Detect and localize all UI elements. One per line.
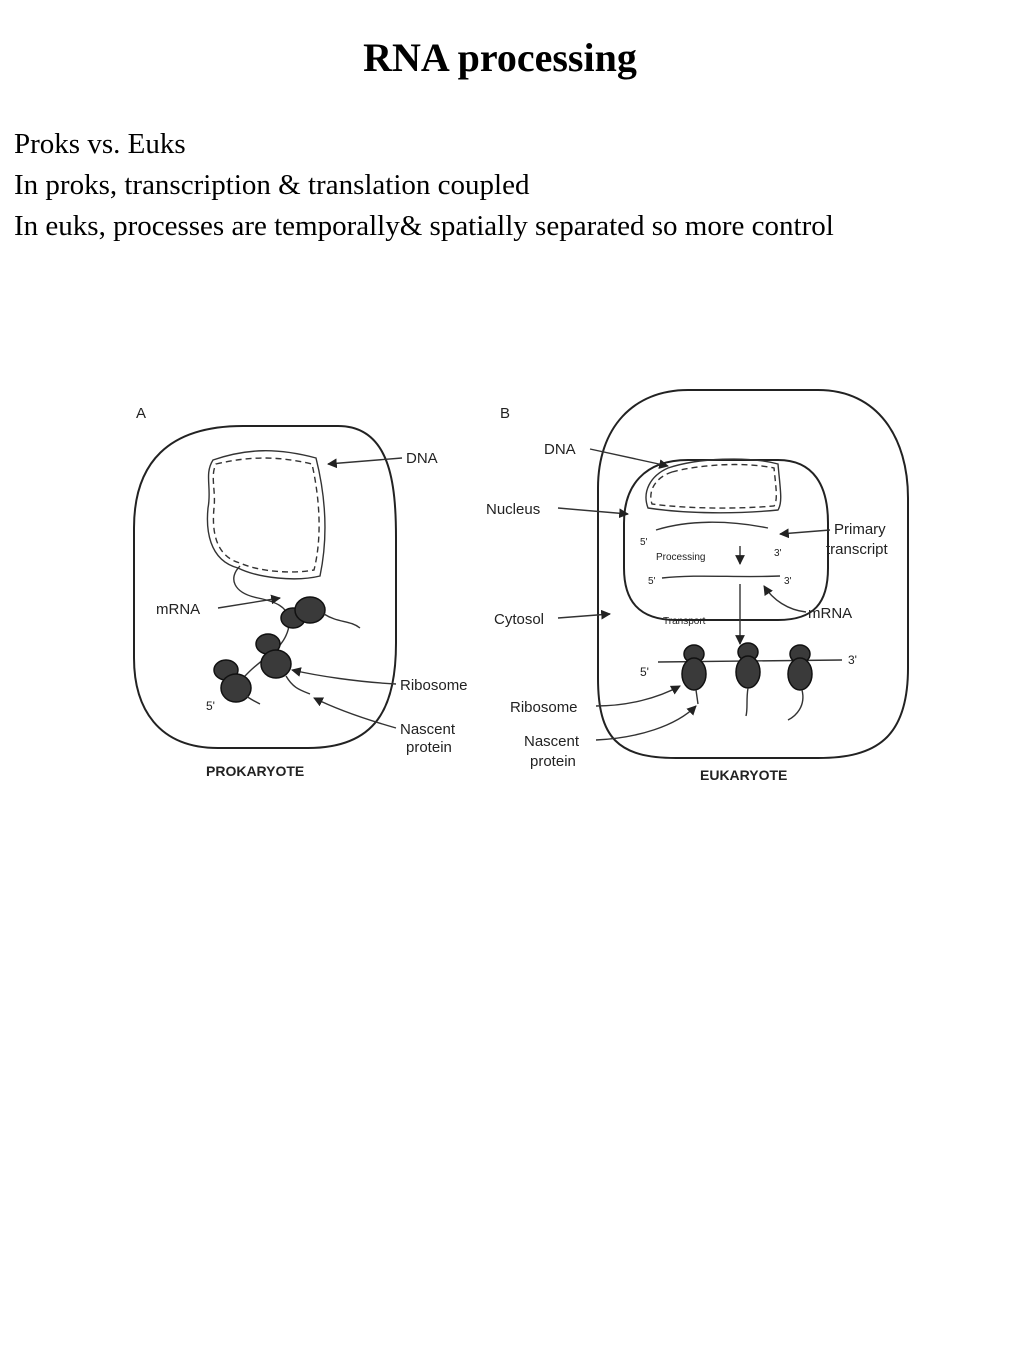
eukaryote-nascent-arrow xyxy=(595,705,697,741)
prokaryote-nascent-label-2: protein xyxy=(406,739,452,756)
figure-svg: A 5' xyxy=(133,389,909,783)
panel-a-letter: A xyxy=(136,405,146,422)
eukaryote-nucleus-label: Nucleus xyxy=(486,501,540,518)
eukaryote-cell-outline xyxy=(597,389,909,759)
eukaryote-caption: EUKARYOTE xyxy=(700,767,787,783)
prokaryote-nascent-label-1: Nascent xyxy=(400,721,456,738)
eukaryote-nucleus-outline xyxy=(623,459,829,621)
eukaryote-mrna-arrow xyxy=(763,585,807,613)
prokaryote-mrna-label: mRNA xyxy=(156,601,200,618)
eukaryote-mrna-label: mRNA xyxy=(808,605,852,622)
prokaryote-mrna-arrow xyxy=(217,594,281,609)
prokaryote-dna-arrow xyxy=(327,457,403,469)
eukaryote-ribosome-arrow xyxy=(595,685,681,707)
prokaryote-dna-helix xyxy=(206,450,326,580)
bullet-list: Proks vs. Euks In proks, transcription &… xyxy=(14,124,834,247)
panel-b-letter: B xyxy=(500,405,510,422)
eukaryote-ribosome xyxy=(787,644,813,721)
eukaryote-dna-helix xyxy=(645,458,782,514)
eukaryote-ribosome xyxy=(735,642,761,717)
eukaryote-five-prime-bottom: 5' xyxy=(640,665,649,679)
eukaryote-mrna-strand xyxy=(661,575,781,579)
eukaryote-five-prime-mid: 5' xyxy=(648,576,656,587)
eukaryote-dna-helix-strand xyxy=(650,463,777,509)
bullet-item: In euks, processes are temporally& spati… xyxy=(14,210,834,242)
prokaryote-ribosome-arrow xyxy=(291,667,397,685)
prokaryote-five-prime-label: 5' xyxy=(206,699,215,713)
slide-title: RNA processing xyxy=(363,35,637,80)
panel-eukaryote: B 5' 3' Processing 5' 3' Transport 5' xyxy=(486,389,909,783)
eukaryote-five-prime-top: 5' xyxy=(640,537,648,548)
eukaryote-primary-label-2: transcript xyxy=(826,541,889,558)
prokaryote-dna-label: DNA xyxy=(406,450,438,467)
prokaryote-caption: PROKARYOTE xyxy=(206,763,304,779)
eukaryote-nascent-label-1: Nascent xyxy=(524,733,580,750)
panel-prokaryote: A 5' xyxy=(133,405,468,779)
prokaryote-cell-outline xyxy=(133,425,397,749)
eukaryote-primary-transcript xyxy=(655,521,769,531)
prokaryote-ribosome-label: Ribosome xyxy=(400,677,468,694)
eukaryote-cytosol-label: Cytosol xyxy=(494,611,544,628)
eukaryote-dna-label: DNA xyxy=(544,441,576,458)
eukaryote-three-prime-mid: 3' xyxy=(784,576,792,587)
eukaryote-primary-arrow xyxy=(779,528,831,539)
eukaryote-dna-arrow xyxy=(589,448,669,469)
eukaryote-cytosol-arrow xyxy=(557,609,611,620)
eukaryote-three-prime-top: 3' xyxy=(774,548,782,559)
transcription-translation-figure: A 5' xyxy=(128,388,928,788)
eukaryote-three-prime-bottom: 3' xyxy=(848,653,857,667)
prokaryote-ribosome xyxy=(255,633,311,695)
prokaryote-ribosome xyxy=(213,659,261,705)
prokaryote-nascent-arrow xyxy=(313,697,397,729)
prokaryote-ribosome xyxy=(280,596,361,629)
bullet-item: In proks, transcription & translation co… xyxy=(14,169,530,201)
eukaryote-processing-label: Processing xyxy=(656,552,705,563)
eukaryote-transport-label: Transport xyxy=(663,616,706,627)
eukaryote-ribosome xyxy=(681,644,707,705)
bullet-item: Proks vs. Euks xyxy=(14,128,186,160)
eukaryote-ribosome-label: Ribosome xyxy=(510,699,578,716)
eukaryote-nascent-label-2: protein xyxy=(530,753,576,770)
eukaryote-primary-label-1: Primary xyxy=(834,521,886,538)
prokaryote-dna-helix-strand xyxy=(212,457,320,573)
eukaryote-nucleus-arrow xyxy=(557,507,629,519)
